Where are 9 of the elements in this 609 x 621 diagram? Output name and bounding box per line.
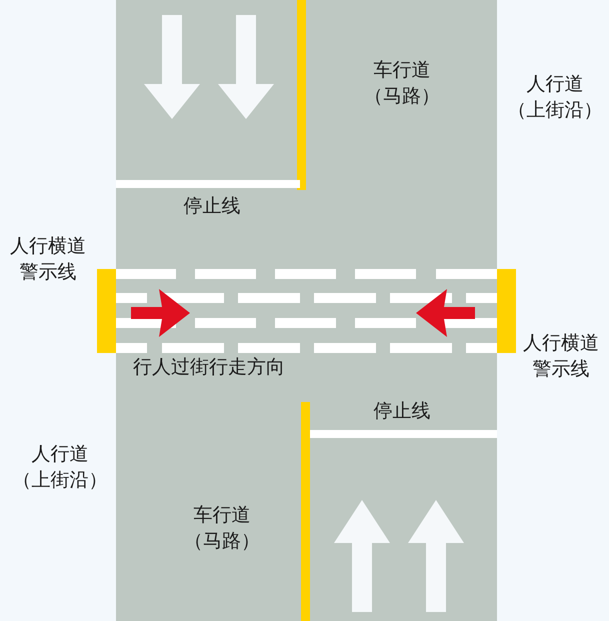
- road-label: 车行道（马路）: [184, 503, 260, 554]
- road-label: 行人过街行走方向: [133, 355, 285, 380]
- road-label: 人行道（上街沿）: [12, 442, 108, 493]
- road-label: 车行道（马路）: [364, 58, 440, 109]
- road-label: 停止线: [374, 399, 430, 424]
- road-label: 停止线: [184, 194, 240, 219]
- road-label: 人行道（上街沿）: [508, 72, 602, 123]
- road-label: 人行横道警示线: [10, 234, 86, 285]
- road-label: 人行横道警示线: [523, 331, 599, 382]
